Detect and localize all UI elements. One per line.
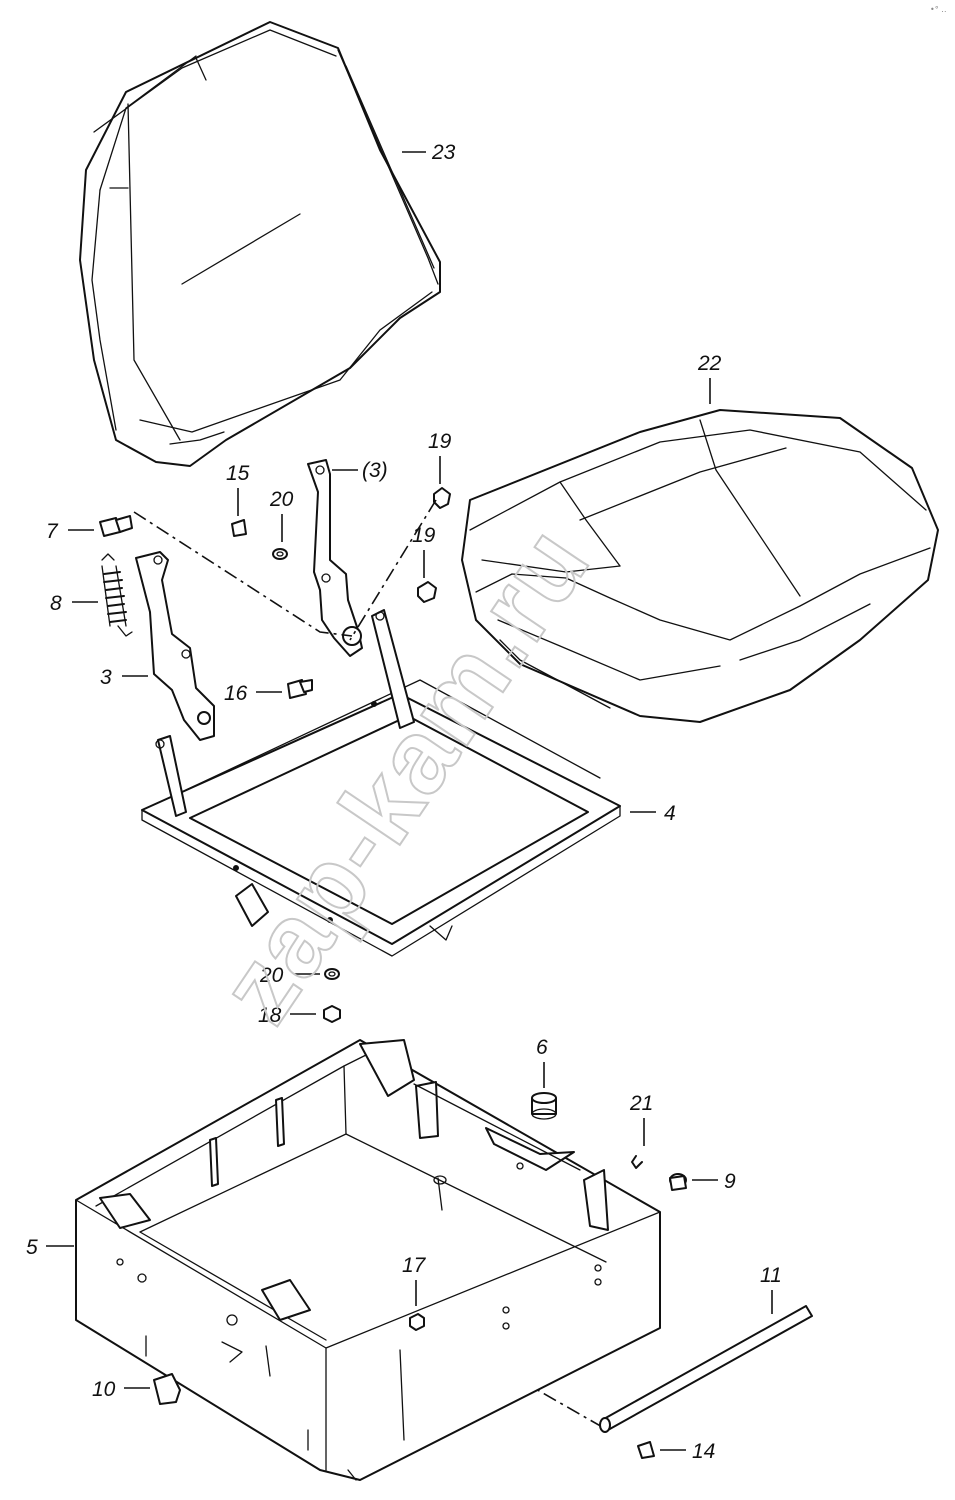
callout-20-lower: 20	[259, 964, 284, 987]
part-16-screw	[287, 679, 313, 699]
callout-14: 14	[692, 1440, 715, 1463]
part-18-nut	[323, 1005, 341, 1023]
part-3-bracket-left	[135, 551, 215, 741]
part-10-cap	[153, 1373, 181, 1405]
part-19-nut-b	[417, 581, 437, 603]
part-15-screw	[231, 519, 247, 537]
callout-labels: 23 22 19 (3) 15 20 7 19 8 3 16 4 20 18 6…	[26, 141, 782, 1463]
part-11-rod	[599, 1305, 813, 1433]
part-14-screw	[637, 1441, 655, 1459]
callout-4: 4	[664, 802, 676, 825]
callout-19-upper: 19	[428, 430, 452, 453]
part-22-cushion	[461, 409, 939, 723]
callout-18: 18	[258, 1004, 282, 1027]
part-8-spring	[101, 553, 133, 637]
part-4-frame	[141, 609, 621, 957]
part-5-base	[75, 1039, 661, 1481]
corner-mark: •° ‥	[930, 5, 947, 14]
callout-5: 5	[26, 1236, 38, 1259]
callout-15: 15	[226, 462, 250, 485]
part-6-bushing	[531, 1092, 557, 1120]
callout-22: 22	[697, 352, 722, 375]
part-9-pin	[669, 1173, 687, 1191]
callout-20-upper: 20	[269, 488, 294, 511]
assembly-line-nut	[349, 499, 437, 641]
callout-3: 3	[100, 666, 112, 689]
part-3-bracket-right	[307, 459, 363, 657]
assembly-line-bolt	[133, 511, 353, 637]
part-19-nut-a	[433, 487, 451, 509]
callout-23: 23	[431, 141, 456, 164]
callout-16: 16	[224, 682, 248, 705]
callout-7: 7	[46, 520, 59, 543]
part-20-washer-bottom	[324, 968, 340, 980]
part-20-washer-top	[272, 548, 288, 560]
callout-21: 21	[629, 1092, 653, 1115]
callout-11: 11	[760, 1264, 782, 1287]
callout-8: 8	[50, 592, 62, 615]
callout-6: 6	[536, 1036, 548, 1059]
callout-9: 9	[724, 1170, 736, 1193]
callout-10: 10	[92, 1378, 116, 1401]
part-7-bolt	[99, 515, 133, 537]
callout-17: 17	[402, 1254, 427, 1277]
part-21-clip	[631, 1155, 643, 1169]
leader-lines	[46, 151, 773, 1451]
part-23-backrest	[79, 21, 441, 467]
part-17-nut	[409, 1313, 425, 1331]
callout-19-lower: 19	[412, 524, 436, 547]
callout-3-parenthesized: (3)	[362, 459, 388, 482]
